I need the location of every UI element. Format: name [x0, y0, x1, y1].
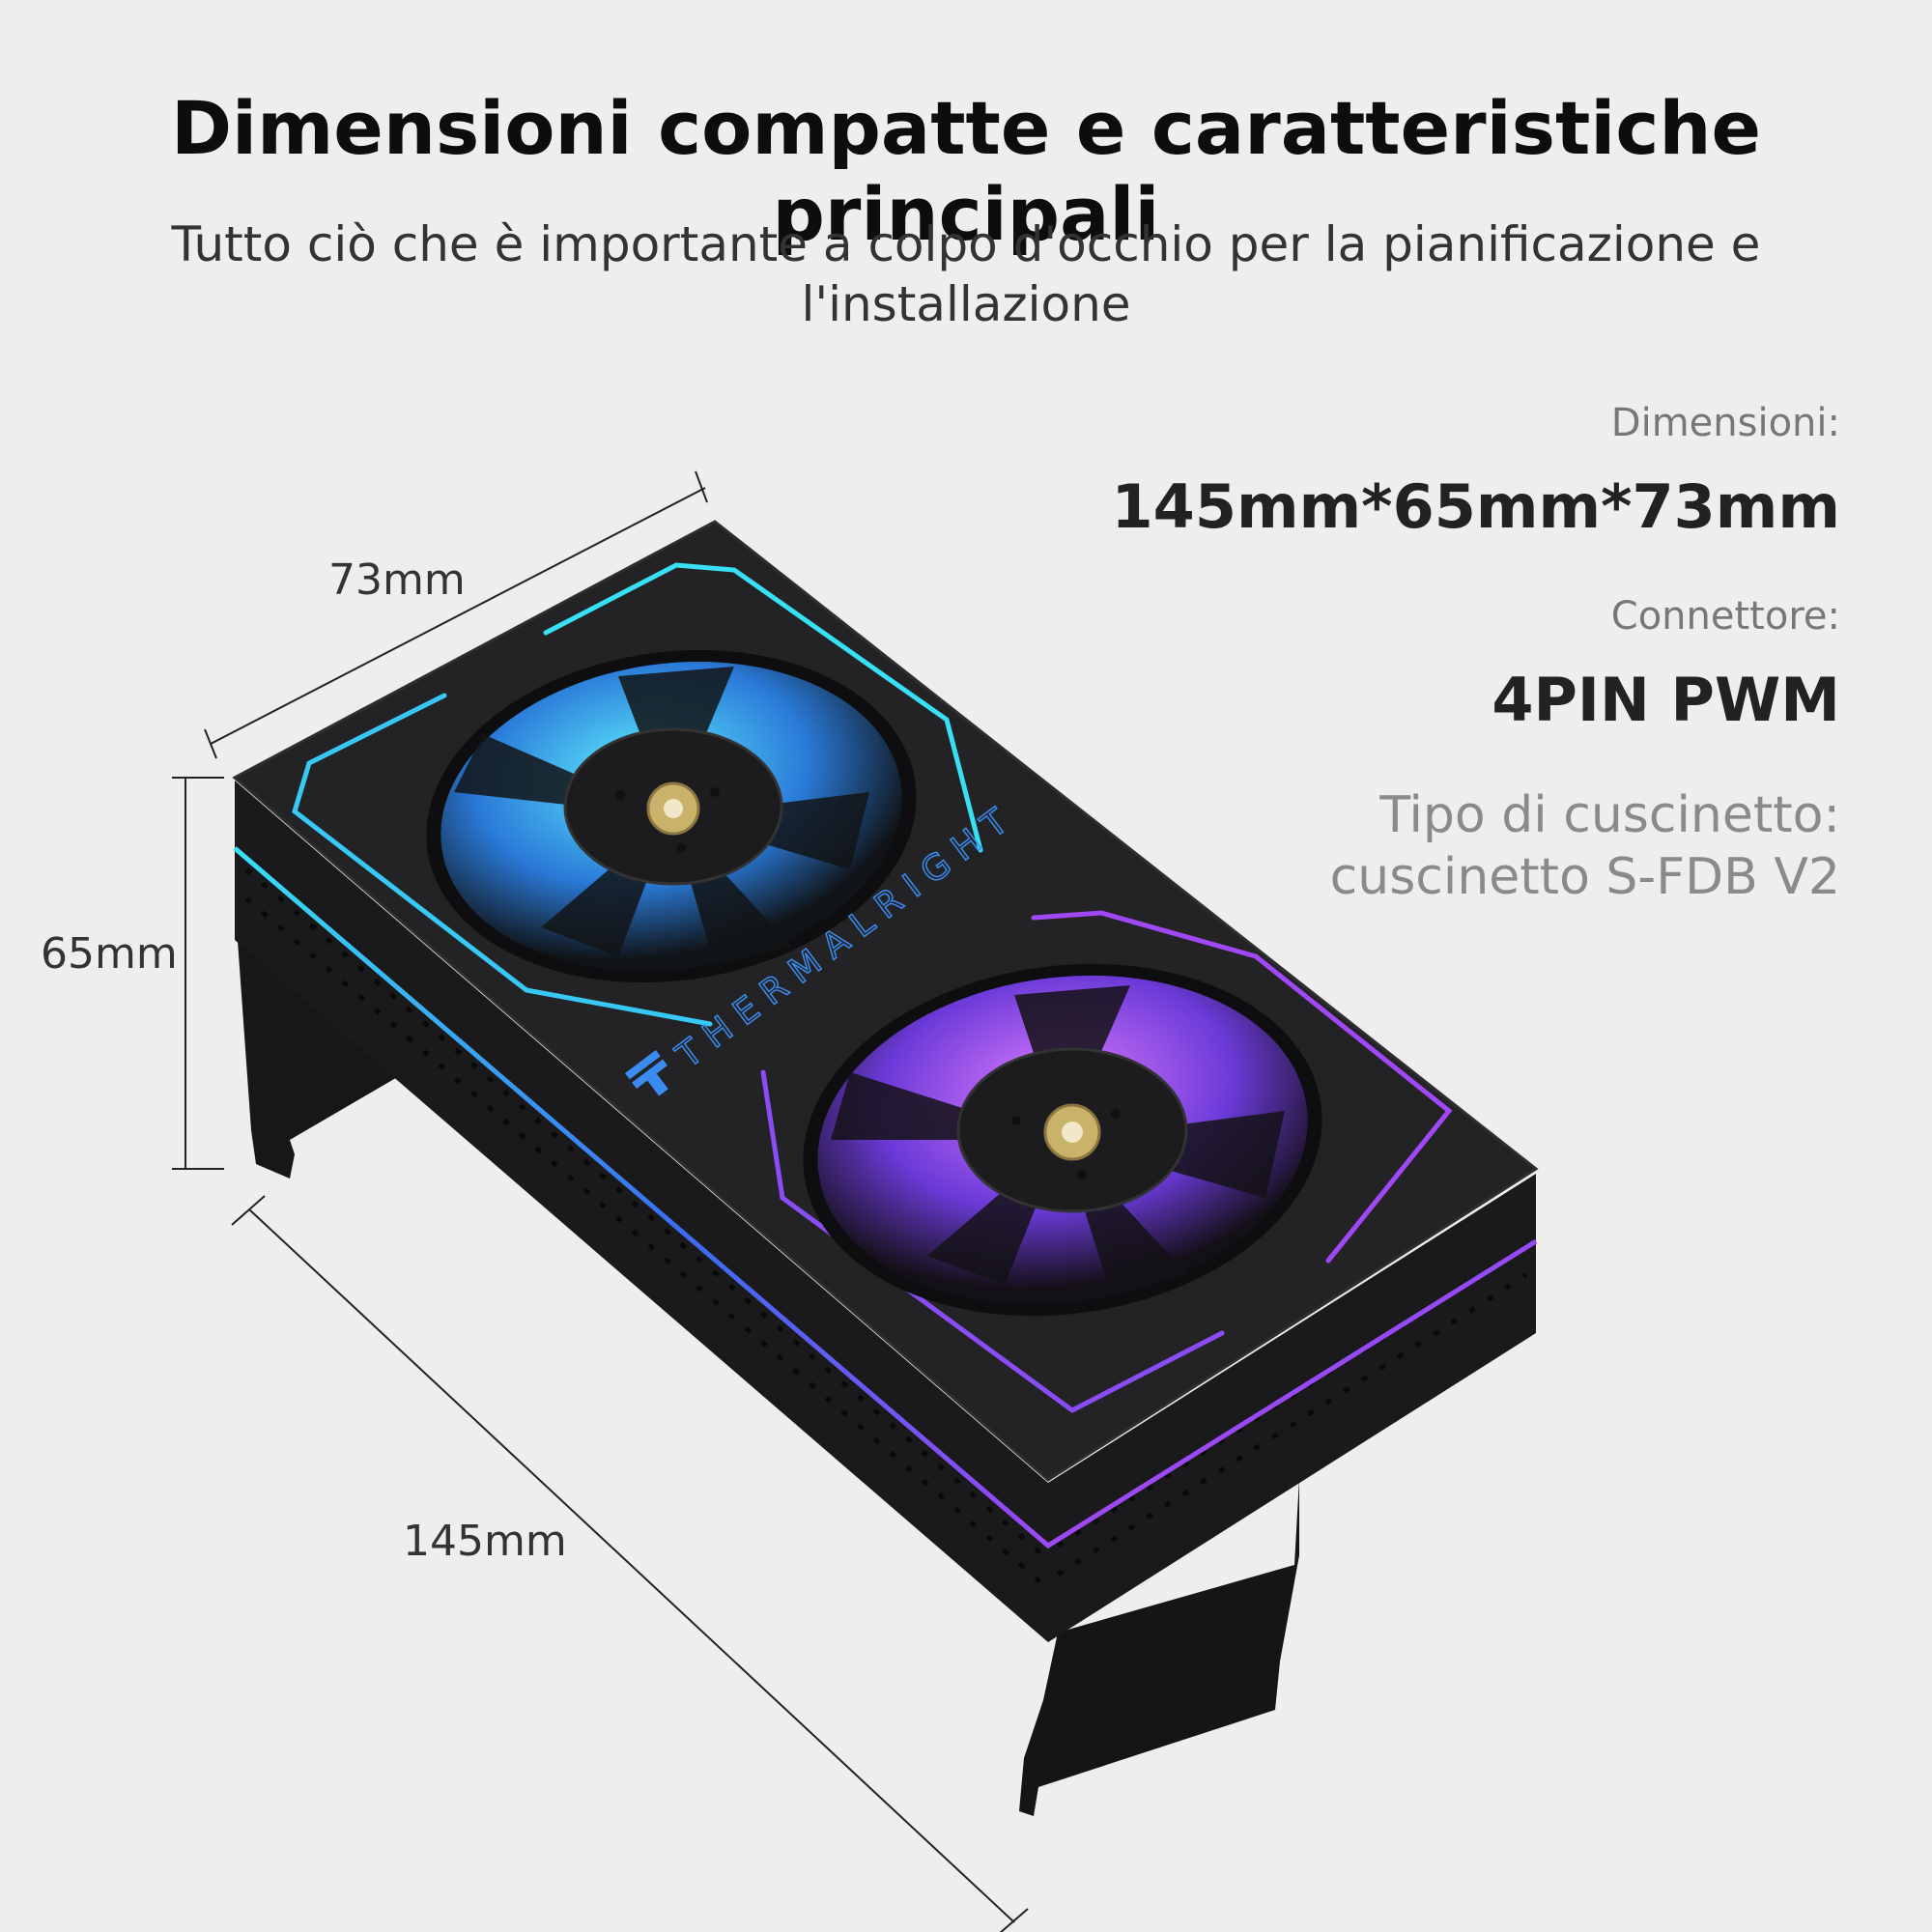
- dimensions-label: Dimensioni:: [1610, 401, 1840, 445]
- length-dimension-line: [248, 1208, 1015, 1923]
- fan-1: [426, 649, 917, 983]
- connector-value: 4PIN PWM: [1492, 665, 1840, 735]
- height-dimension-label: 65mm: [41, 929, 178, 979]
- length-dimension-label: 145mm: [403, 1517, 567, 1566]
- bearing-spec: Tipo di cuscinetto: cuscinetto S-FDB V2: [1330, 784, 1840, 908]
- bearing-label: Tipo di cuscinetto:: [1379, 786, 1840, 844]
- side-wall: [235, 781, 1536, 1642]
- dimensions-value: 145mm*65mm*73mm: [1111, 471, 1840, 542]
- depth-dimension-label: 73mm: [328, 555, 466, 605]
- dimension-lines: [172, 470, 1029, 1932]
- fan-2: [803, 963, 1322, 1317]
- depth-dimension-line: [210, 487, 706, 745]
- bearing-value: cuscinetto S-FDB V2: [1329, 848, 1840, 906]
- front-leg: [1019, 1478, 1299, 1816]
- connector-label: Connettore:: [1610, 594, 1840, 639]
- page-title: Dimensioni compatte e caratteristiche pr…: [170, 85, 1762, 257]
- page-subtitle: Tutto ciò che è importante a colpo d'occ…: [171, 216, 1761, 332]
- side-led-strip: [233, 846, 1538, 1549]
- top-led-accents: [292, 562, 1453, 1413]
